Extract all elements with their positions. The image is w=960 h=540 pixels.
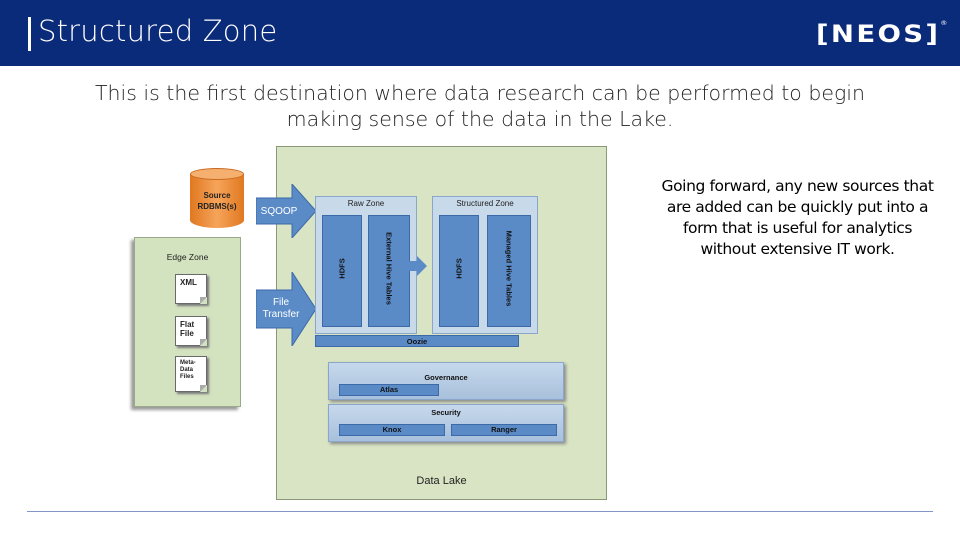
source-line-2: RDBMS(s) bbox=[197, 202, 237, 211]
knox-label: Knox bbox=[382, 425, 402, 434]
source-rdbms-label: Source RDBMS(s) bbox=[190, 190, 244, 212]
managed-hive-tables-label: Managed Hive Tables bbox=[504, 230, 514, 307]
data-lake-label: Data Lake bbox=[416, 475, 467, 487]
header-bar: Structured Zone [NEOS]® bbox=[0, 0, 960, 66]
ranger-label: Ranger bbox=[491, 425, 517, 434]
logo-text: [NEOS] bbox=[816, 20, 941, 48]
title-accent-bar bbox=[28, 17, 31, 51]
raw-zone-title: Raw Zone bbox=[347, 199, 385, 208]
neos-logo: [NEOS]® bbox=[816, 20, 947, 48]
file-transfer-line-2: Transfer bbox=[262, 309, 300, 320]
edge-zone: Edge Zone XML Flat File Meta- Data Files bbox=[134, 237, 241, 407]
file-transfer-arrow-icon bbox=[256, 272, 317, 346]
intro-text: This is the first destination where data… bbox=[40, 80, 920, 132]
intro-line-2: making sense of the data in the Lake. bbox=[286, 107, 674, 131]
raw-to-structured-arrow-icon bbox=[406, 256, 427, 276]
data-lake-diagram: Data Lake Edge Zone XML Flat File Meta- … bbox=[120, 140, 620, 510]
knox-bar: Knox bbox=[339, 424, 445, 436]
xml-document-icon: XML bbox=[175, 274, 207, 304]
meta-files-line-1: Meta- bbox=[180, 360, 196, 366]
flat-file-line-1: Flat bbox=[180, 320, 195, 329]
cylinder-top bbox=[190, 168, 244, 180]
sqoop-arrow-icon bbox=[256, 184, 317, 238]
footer-divider bbox=[27, 511, 933, 512]
ranger-bar: Ranger bbox=[451, 424, 557, 436]
external-hive-tables-column: External Hive Tables bbox=[368, 215, 410, 327]
governance-panel: Governance Atlas bbox=[328, 362, 564, 400]
structured-hdfs-column: HDFS bbox=[439, 215, 479, 327]
managed-hive-tables-column: Managed Hive Tables bbox=[487, 215, 531, 327]
flat-file-document-icon: Flat File bbox=[175, 316, 207, 346]
flat-file-line-2: File bbox=[180, 329, 194, 338]
source-rdbms-database-icon: Source RDBMS(s) bbox=[190, 168, 244, 234]
raw-hdfs-label: HDFS bbox=[337, 258, 347, 279]
structured-zone-title: Structured Zone bbox=[456, 199, 514, 208]
atlas-bar: Atlas bbox=[339, 384, 439, 396]
oozie-bar: Oozie bbox=[315, 335, 519, 347]
sqoop-label: SQOOP bbox=[260, 206, 298, 217]
file-transfer-line-1: File bbox=[272, 297, 290, 308]
logo-registered-mark: ® bbox=[940, 20, 948, 27]
security-panel: Security Knox Ranger bbox=[328, 404, 564, 442]
security-title: Security bbox=[431, 408, 461, 417]
external-hive-tables-label: External Hive Tables bbox=[384, 232, 394, 305]
source-line-1: Source bbox=[203, 191, 231, 200]
oozie-label: Oozie bbox=[406, 337, 428, 346]
side-note-text: Going forward, any new sources that are … bbox=[661, 177, 934, 258]
slide-title: Structured Zone bbox=[38, 14, 278, 48]
structured-zone: Structured Zone HDFS Managed Hive Tables bbox=[432, 196, 538, 334]
raw-hdfs-column: HDFS bbox=[322, 215, 362, 327]
raw-zone: Raw Zone HDFS External Hive Tables bbox=[315, 196, 417, 334]
governance-title: Governance bbox=[424, 373, 468, 382]
meta-files-line-2: Data bbox=[180, 367, 194, 373]
intro-line-1: This is the first destination where data… bbox=[95, 81, 865, 105]
file-transfer-label: File Transfer bbox=[258, 297, 304, 321]
cylinder-body bbox=[190, 174, 244, 228]
atlas-label: Atlas bbox=[379, 385, 399, 394]
xml-doc-label: XML bbox=[180, 278, 197, 287]
meta-files-line-3: Files bbox=[180, 374, 194, 380]
edge-zone-label: Edge Zone bbox=[166, 252, 209, 262]
metadata-files-document-icon: Meta- Data Files bbox=[175, 356, 207, 392]
structured-hdfs-label: HDFS bbox=[454, 258, 464, 279]
